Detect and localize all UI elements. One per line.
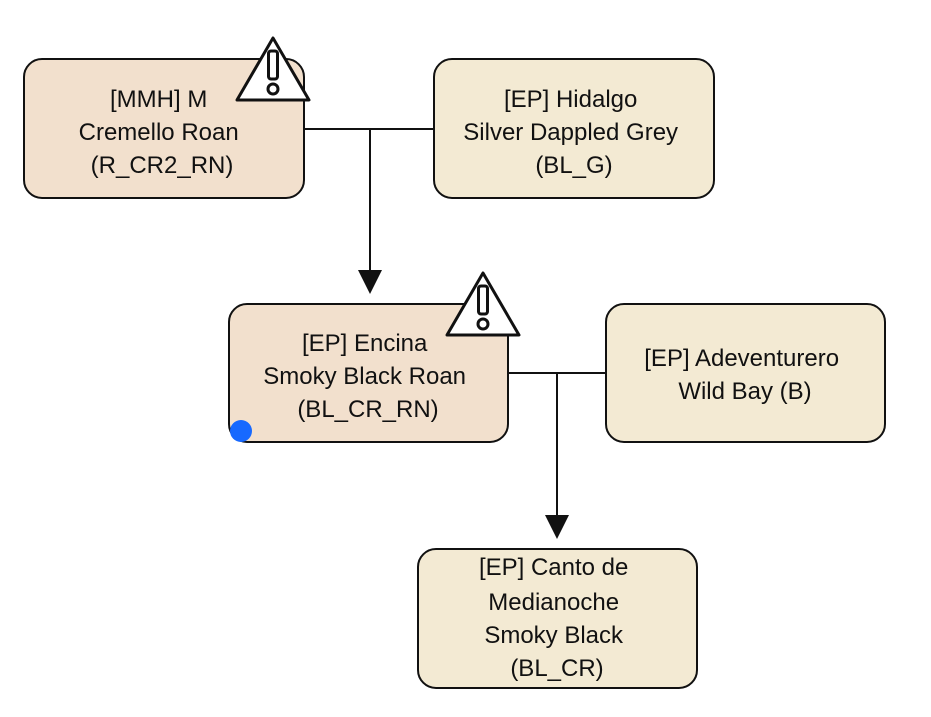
- node-encina-label: [EP] Encina Smoky Black Roan (BL_CR_RN): [263, 330, 472, 423]
- node-canto-box: [417, 548, 698, 689]
- warning-triangle-icon: [235, 36, 311, 102]
- node-hidalgo-box: [433, 58, 715, 199]
- warning-triangle-icon: [445, 271, 521, 337]
- node-encina-line-2: Smoky Black Roan: [263, 363, 466, 390]
- node-hidalgo[interactable]: [EP] Hidalgo Silver Dappled Grey (BL_G): [433, 58, 715, 199]
- node-canto-line-2: Medianoche: [488, 589, 619, 616]
- node-mmh-m-line-2: Cremello Roan: [79, 119, 239, 146]
- node-canto-line-1: [EP] Canto de: [479, 554, 628, 581]
- node-hidalgo-line-3: (BL_G): [535, 152, 612, 179]
- node-hidalgo-line-2: Silver Dappled Grey: [463, 119, 678, 146]
- pairing-connector-2[interactable]: [508, 372, 606, 539]
- selection-handle-dot[interactable]: [230, 420, 252, 442]
- node-mmh-m-box: [23, 58, 305, 199]
- node-adeventurero-label: [EP] Adeventurero Wild Bay (B): [644, 345, 845, 405]
- node-encina-line-1: [EP] Encina: [302, 330, 428, 357]
- node-adeventurero[interactable]: [EP] Adeventurero Wild Bay (B): [605, 303, 886, 443]
- node-adeventurero-line-1: [EP] Adeventurero: [644, 345, 839, 372]
- node-mmh-m-label: [MMH] M Cremello Roan (R_CR2_RN): [79, 86, 246, 179]
- node-adeventurero-line-2: Wild Bay (B): [678, 378, 811, 405]
- node-canto-line-4: (BL_CR): [510, 655, 603, 682]
- node-encina[interactable]: [EP] Encina Smoky Black Roan (BL_CR_RN): [228, 303, 509, 443]
- node-canto-label: [EP] Canto de Medianoche Smoky Black (BL…: [479, 554, 635, 682]
- node-mmh-m[interactable]: [MMH] M Cremello Roan (R_CR2_RN): [23, 58, 305, 199]
- node-canto-line-3: Smoky Black: [484, 622, 624, 649]
- node-encina-line-3: (BL_CR_RN): [297, 396, 438, 423]
- node-canto-de-medianoche[interactable]: [EP] Canto de Medianoche Smoky Black (BL…: [417, 548, 698, 689]
- node-adeventurero-box: [605, 303, 886, 443]
- node-hidalgo-line-1: [EP] Hidalgo: [504, 86, 637, 113]
- node-mmh-m-line-3: (R_CR2_RN): [91, 152, 234, 179]
- node-encina-box: [228, 303, 509, 443]
- pairing-connector-1[interactable]: [303, 128, 434, 294]
- node-hidalgo-label: [EP] Hidalgo Silver Dappled Grey (BL_G): [463, 86, 684, 179]
- node-mmh-m-line-1: [MMH] M: [110, 86, 207, 113]
